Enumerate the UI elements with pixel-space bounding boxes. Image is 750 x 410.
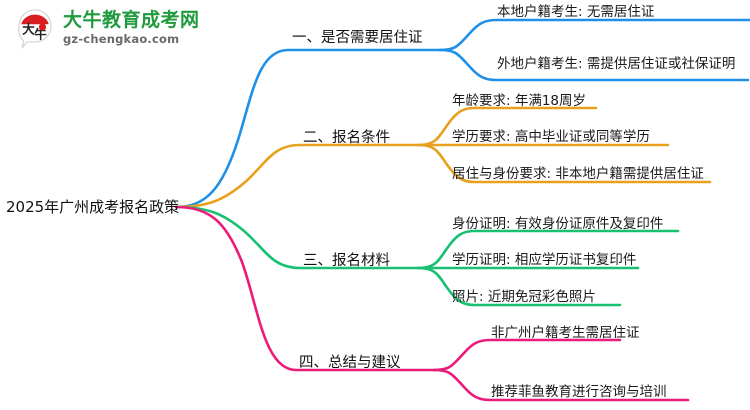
connector-branch-2-to-child-3 [416, 143, 712, 184]
connector-branch-4-to-child-2 [432, 368, 690, 402]
mindmap-branch-3[interactable]: 三、报名材料 [303, 253, 390, 269]
mindmap-branch-3-child-3[interactable]: 照片: 近期免冠彩色照片 [452, 289, 596, 305]
mindmap-branch-1[interactable]: 一、是否需要居住证 [292, 30, 423, 46]
mindmap-branch-4[interactable]: 四、总结与建议 [299, 355, 401, 371]
connector-root-to-branch-3 [174, 205, 420, 270]
connector-root-to-branch-4 [174, 205, 436, 372]
connector-root-to-branch-2 [174, 143, 420, 209]
mindmap-branch-2[interactable]: 二、报名条件 [303, 130, 390, 146]
mindmap-branch-2-child-3[interactable]: 居住与身份要求: 非本地户籍需提供居住证 [452, 166, 704, 182]
connector-branch-4-to-child-1 [432, 338, 622, 372]
mindmap-branch-3-child-2[interactable]: 学历证明: 相应学历证书复印件 [452, 252, 637, 268]
mindmap-branch-2-child-1[interactable]: 年龄要求: 年满18周岁 [452, 93, 587, 109]
site-logo[interactable]: 大 牛 大牛教育成考网 gz-chengkao.com [14, 4, 199, 52]
mindmap-branch-1-child-1[interactable]: 本地户籍考生: 无需居住证 [497, 4, 655, 20]
logo-title: 大牛教育成考网 [63, 8, 200, 31]
mindmap-branch-2-child-2[interactable]: 学历要求: 高中毕业证或同等学历 [452, 129, 650, 145]
connector-branch-3-to-child-3 [416, 266, 622, 307]
mindmap-branch-4-child-1[interactable]: 非广州户籍考生需居住证 [491, 325, 640, 341]
daniu-bull-logo-icon: 大 牛 [14, 7, 56, 50]
connector-branch-1-to-child-1 [438, 18, 750, 52]
mindmap-branch-4-child-2[interactable]: 推荐菲鱼教育进行咨询与培训 [491, 384, 667, 400]
connector-root-to-branch-1 [174, 48, 442, 209]
mindmap-branch-3-child-1[interactable]: 身份证明: 有效身份证原件及复印件 [452, 216, 664, 232]
svg-text:大: 大 [22, 22, 35, 37]
mindmap-branch-1-child-2[interactable]: 外地户籍考生: 需提供居住证或社保证明 [497, 56, 736, 72]
connector-branch-3-to-child-1 [416, 229, 680, 270]
logo-url: gz-chengkao.com [63, 31, 180, 46]
connector-branch-2-to-child-1 [416, 106, 598, 147]
mindmap-root-node[interactable]: 2025年广州成考报名政策 [6, 198, 180, 216]
connector-branch-1-to-child-2 [438, 48, 750, 82]
